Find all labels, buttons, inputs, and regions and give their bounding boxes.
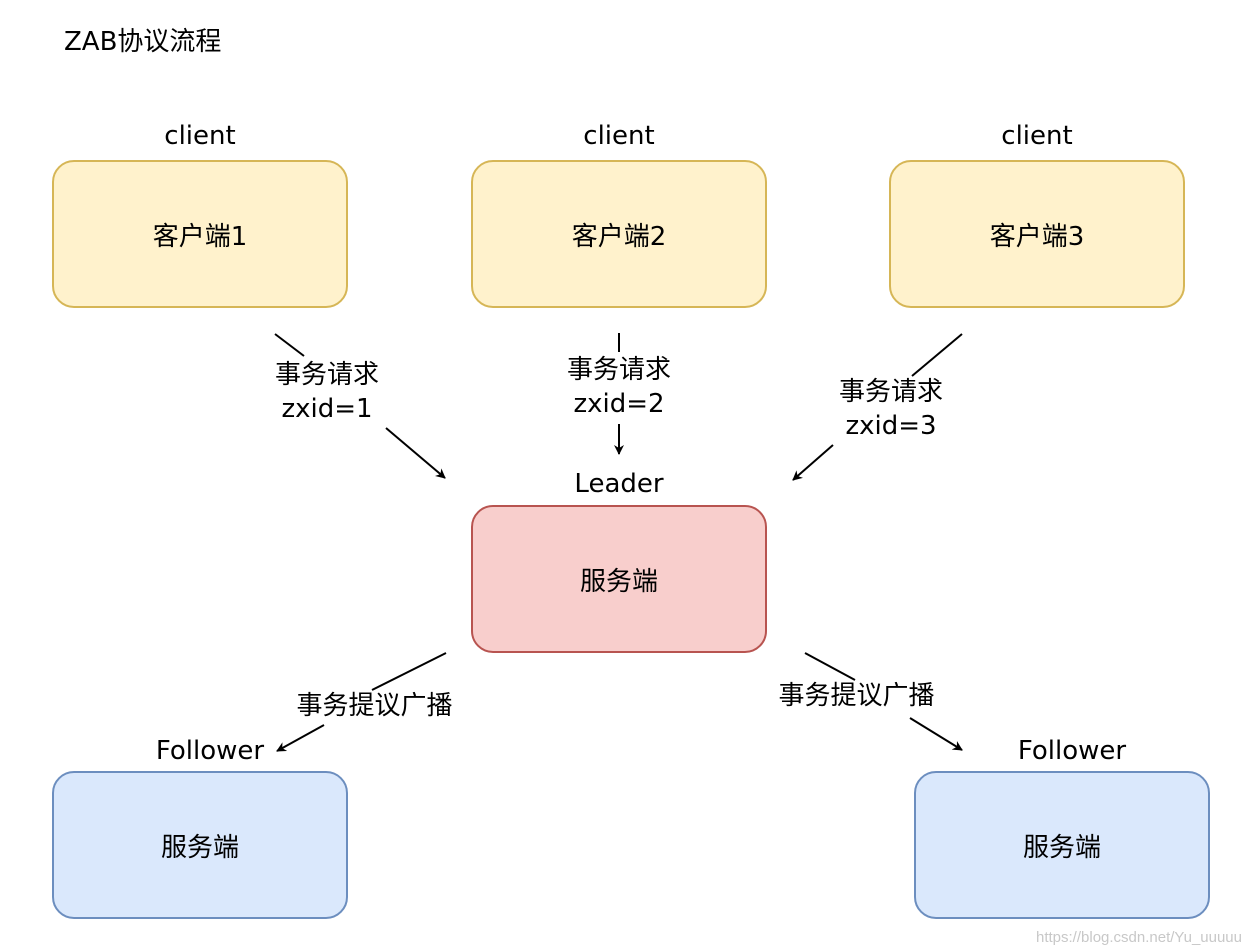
edge-label-broadcast-left: 事务提议广播 [296, 691, 453, 721]
edge-label-client1-line2: zxid=1 [281, 394, 373, 424]
edge-leader-follower2-arrow [909, 717, 963, 751]
follower2-role-label: Follower [1017, 736, 1127, 766]
client2-role-label: client [583, 121, 655, 151]
client2-node: 客户端2 [471, 160, 767, 308]
edge-label-client3-line1: 事务请求 [838, 377, 943, 407]
client3-node: 客户端3 [889, 160, 1185, 308]
follower1-node: 服务端 [52, 771, 348, 919]
leader-node: 服务端 [471, 505, 767, 653]
client1-node: 客户端1 [52, 160, 348, 308]
client3-node-label: 客户端3 [989, 221, 1085, 252]
edge-label-client2-line1: 事务请求 [566, 355, 671, 385]
follower2-node: 服务端 [914, 771, 1210, 919]
diagram-title: ZAB协议流程 [64, 27, 222, 57]
edge-leader-follower1-start [371, 652, 447, 691]
edge-label-client1-request: 事务请求 zxid=1 [227, 358, 427, 426]
edge-label-client1-line1: 事务请求 [274, 360, 379, 390]
follower1-node-label: 服务端 [160, 832, 239, 863]
edge-client3-leader-start [911, 333, 963, 377]
client3-role-label: client [1001, 121, 1073, 151]
edge-label-broadcast-right: 事务提议广播 [778, 681, 935, 711]
edge-leader-follower1-arrow [276, 724, 325, 752]
follower1-role-label: Follower [155, 736, 265, 766]
watermark: https://blog.csdn.net/Yu_uuuuu [1036, 929, 1242, 946]
edge-label-client2-request: 事务请求 zxid=2 [519, 353, 719, 421]
edge-client3-leader-arrow [792, 444, 834, 481]
leader-node-label: 服务端 [579, 566, 658, 597]
client1-role-label: client [164, 121, 236, 151]
leader-role-label: Leader [574, 469, 664, 499]
edge-leader-follower2-start [804, 652, 856, 681]
edge-label-client2-line2: zxid=2 [573, 389, 665, 419]
edge-label-client3-request: 事务请求 zxid=3 [791, 375, 991, 443]
follower2-node-label: 服务端 [1022, 832, 1101, 863]
client2-node-label: 客户端2 [571, 221, 667, 252]
edge-label-client3-line2: zxid=3 [845, 411, 937, 441]
edge-client1-leader-start [274, 333, 305, 357]
client1-node-label: 客户端1 [152, 221, 248, 252]
edge-client1-leader-arrow [385, 427, 446, 479]
